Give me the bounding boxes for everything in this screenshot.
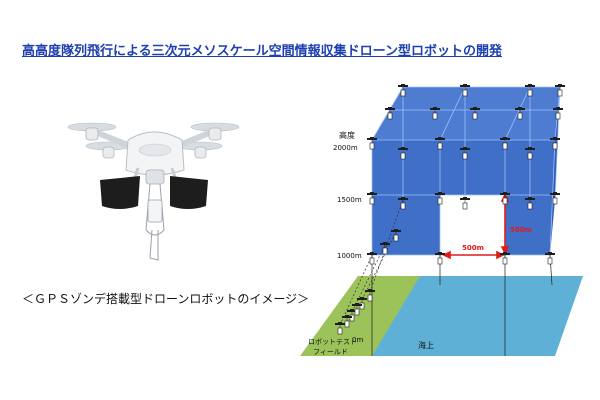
drone-icon <box>352 303 362 306</box>
field-label-line1: ロボットテスト <box>308 338 357 346</box>
drone-icon <box>460 197 470 200</box>
sonde-icon <box>337 327 343 335</box>
sonde-icon <box>552 142 558 150</box>
drone-icon <box>553 107 563 110</box>
drone-icon <box>435 252 445 255</box>
drone-icon <box>460 84 470 87</box>
sonde-icon <box>462 202 468 210</box>
sonde-icon <box>437 257 443 265</box>
page-title: 高高度隊列飛行による三次元メソスケール空間情報収集ドローン型ロボットの開発 <box>22 44 502 59</box>
drone-icon <box>385 107 395 110</box>
drone-icon <box>460 147 470 150</box>
sonde-icon <box>354 308 360 316</box>
drone-icon <box>550 192 560 195</box>
drone-icon <box>342 315 352 318</box>
sonde-icon <box>369 257 375 265</box>
spacing-label-horizontal: 500m <box>462 244 484 252</box>
sonde-icon <box>400 152 406 160</box>
drone-icon <box>391 229 401 232</box>
drone-icon <box>550 137 560 140</box>
drone-icon <box>515 107 525 110</box>
drone-icon <box>435 192 445 195</box>
drone-icon <box>335 322 345 325</box>
sonde-icon <box>527 89 533 97</box>
drone-icon <box>525 147 535 150</box>
sea-area-plane <box>330 276 583 356</box>
robot-test-field-plane <box>300 276 420 356</box>
sonde-icon <box>517 112 523 120</box>
drone-icon <box>435 137 445 140</box>
sonde-icon <box>462 152 468 160</box>
sonde-icon <box>472 112 478 120</box>
drone-icon <box>380 242 390 245</box>
launch-path-lines <box>339 199 404 326</box>
sonde-icon <box>369 142 375 150</box>
sonde-icon <box>400 89 406 97</box>
sonde-icon <box>382 247 388 255</box>
sonde-icon <box>400 202 406 210</box>
sonde-icon <box>344 320 350 328</box>
sonde-icon <box>462 89 468 97</box>
airspace-cube <box>372 87 560 255</box>
sonde-icon <box>369 197 375 205</box>
drone-icon <box>367 252 377 255</box>
sonde-icon <box>552 197 558 205</box>
drone-icon <box>470 107 480 110</box>
drone-icon <box>525 84 535 87</box>
sonde-icon <box>367 294 373 302</box>
sonde-icon <box>527 152 533 160</box>
sonde-icon <box>527 202 533 210</box>
field-label-line2: フィールド <box>313 348 348 356</box>
drone-icon <box>398 147 408 150</box>
sonde-icon <box>437 197 443 205</box>
drone-formation <box>335 84 565 335</box>
sonde-icon <box>547 257 553 265</box>
drone-icon <box>365 289 375 292</box>
sonde-icon <box>557 89 563 97</box>
drone-icon <box>357 297 367 300</box>
spacing-label-vertical: 500m <box>510 226 532 234</box>
sonde-icon <box>437 142 443 150</box>
drone-icon <box>367 137 377 140</box>
drone-icon <box>555 84 565 87</box>
drone-icon <box>367 192 377 195</box>
drone-icon <box>347 309 357 312</box>
sonde-icon <box>502 142 508 150</box>
sonde-icon <box>502 197 508 205</box>
drone-icon <box>545 252 555 255</box>
altitude-level-1000: 1000m <box>337 252 362 260</box>
altitude-level-1500: 1500m <box>337 196 362 204</box>
sea-label: 海上 <box>418 340 434 350</box>
altitude-level-0: 0m <box>352 336 363 344</box>
drone-photo <box>67 122 240 261</box>
drone-image-caption: ＜ＧＰＳゾンデ搭載型ドローンロボットのイメージ＞ <box>22 292 310 306</box>
sonde-icon <box>555 112 561 120</box>
sonde-icon <box>502 257 508 265</box>
drone-icon <box>500 252 510 255</box>
drone-icon <box>430 107 440 110</box>
sonde-icon <box>393 234 399 242</box>
altitude-axis-label: 高度 <box>339 130 355 140</box>
drone-icon <box>398 84 408 87</box>
altitude-level-2000: 2000m <box>333 144 358 152</box>
drone-icon <box>398 197 408 200</box>
drone-icon <box>500 192 510 195</box>
drone-icon <box>525 197 535 200</box>
sonde-icon <box>432 112 438 120</box>
drone-icon <box>500 137 510 140</box>
sonde-icon <box>387 112 393 120</box>
